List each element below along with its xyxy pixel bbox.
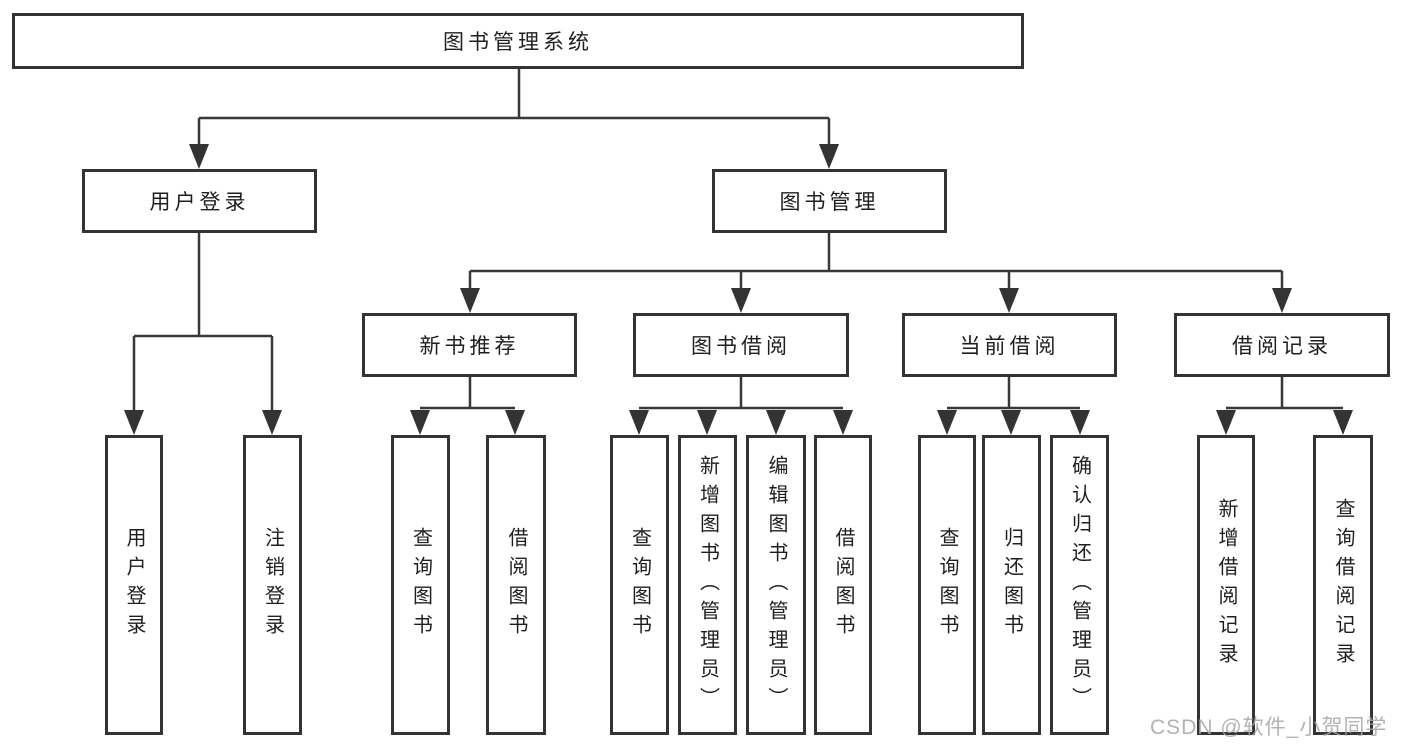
leaf-label: 用户登录 xyxy=(123,527,145,643)
node-label: 图书借阅 xyxy=(691,335,791,358)
leaf-add-books-admin: 新增图书（管理员） xyxy=(678,435,737,735)
node-user-login: 用户登录 xyxy=(82,169,317,233)
node-current-borrowing: 当前借阅 xyxy=(902,313,1117,377)
leaf-label: 编辑图书（管理员） xyxy=(765,454,787,716)
node-label: 图书管理系统 xyxy=(443,31,593,54)
leaf-label: 注销登录 xyxy=(261,527,284,643)
node-book-borrowing: 图书借阅 xyxy=(633,313,849,377)
leaf-label: 新增图书（管理员） xyxy=(696,454,719,716)
node-book-management: 图书管理 xyxy=(712,169,947,233)
leaf-query-borrow-record: 查询借阅记录 xyxy=(1313,435,1373,735)
leaf-label: 查询借阅记录 xyxy=(1332,498,1354,672)
leaf-user-login: 用户登录 xyxy=(105,435,163,735)
node-label: 图书管理 xyxy=(779,191,880,214)
leaf-confirm-return-admin: 确认归还（管理员） xyxy=(1050,435,1109,735)
leaf-add-borrow-record: 新增借阅记录 xyxy=(1197,435,1255,735)
node-label: 用户登录 xyxy=(149,191,250,214)
leaf-label: 查询图书 xyxy=(409,527,432,643)
leaf-label: 借阅图书 xyxy=(832,527,854,643)
leaf-edit-books-admin: 编辑图书（管理员） xyxy=(746,435,806,735)
leaf-label: 查询图书 xyxy=(936,527,958,643)
leaf-borrow-books: 借阅图书 xyxy=(814,435,872,735)
leaf-label: 借阅图书 xyxy=(505,527,527,643)
leaf-logout: 注销登录 xyxy=(243,435,302,735)
leaf-label: 新增借阅记录 xyxy=(1215,498,1237,672)
node-label: 当前借阅 xyxy=(959,335,1060,358)
leaf-borrow-books-recommend: 借阅图书 xyxy=(486,435,546,735)
leaf-query-books-recommend: 查询图书 xyxy=(391,435,450,735)
node-label: 借阅记录 xyxy=(1232,335,1332,358)
leaf-label: 确认归还（管理员） xyxy=(1068,454,1091,716)
leaf-query-books-current: 查询图书 xyxy=(918,435,976,735)
node-library-management-system: 图书管理系统 xyxy=(12,13,1024,69)
leaf-label: 归还图书 xyxy=(1000,527,1023,643)
leaf-query-books-borrow: 查询图书 xyxy=(610,435,669,735)
csdn-watermark: CSDN @软件_小贺同学 xyxy=(1150,716,1388,739)
node-borrowing-records: 借阅记录 xyxy=(1174,313,1390,377)
leaf-return-books: 归还图书 xyxy=(982,435,1041,735)
node-label: 新书推荐 xyxy=(419,335,520,358)
arrowhead-icons xyxy=(124,144,1353,435)
leaf-label: 查询图书 xyxy=(628,527,651,643)
node-new-book-recommendation: 新书推荐 xyxy=(362,313,577,377)
